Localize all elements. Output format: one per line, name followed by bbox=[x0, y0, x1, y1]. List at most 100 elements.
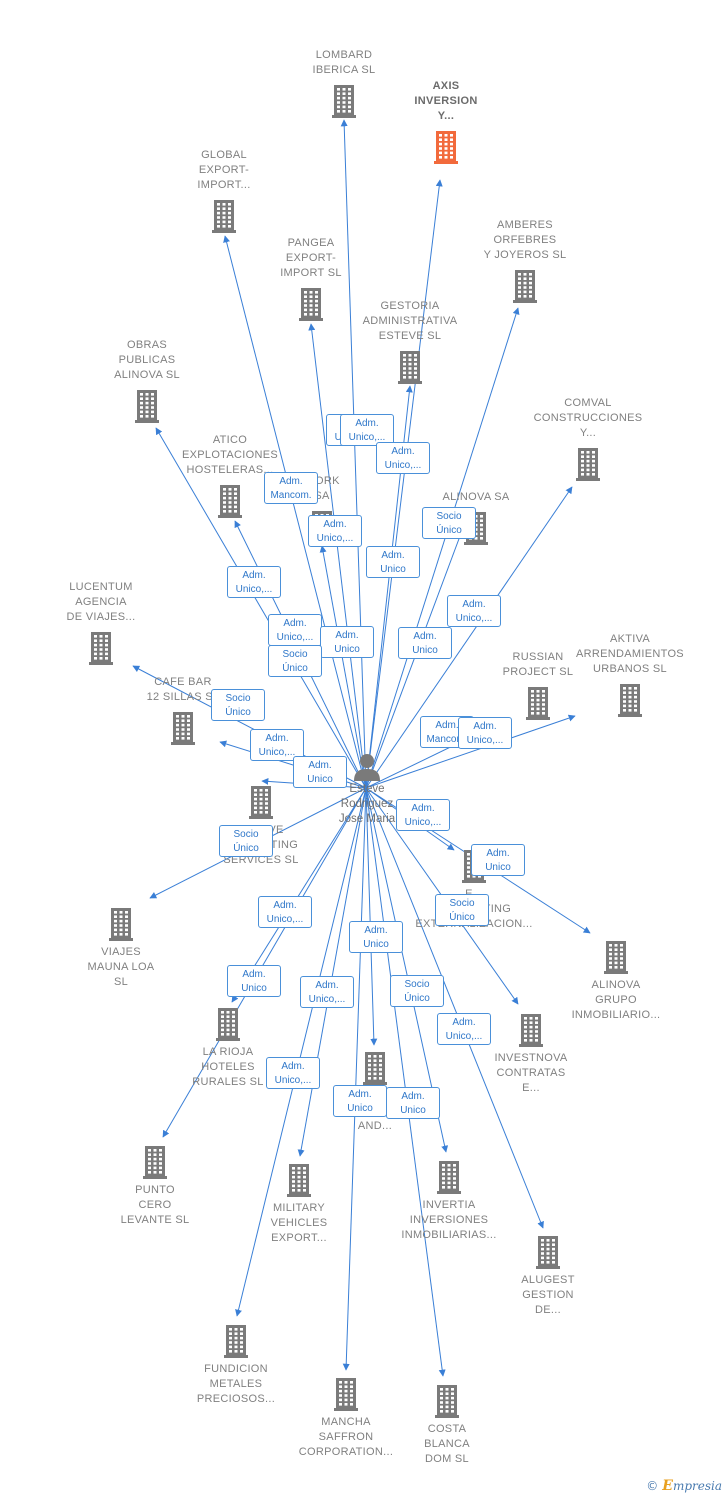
relation-badge[interactable]: Adm. Unico,... bbox=[396, 799, 450, 831]
relation-badge[interactable]: Socio Único bbox=[219, 825, 273, 857]
building-icon bbox=[224, 1325, 248, 1358]
edge-punto bbox=[162, 787, 367, 1138]
company-node-costa[interactable]: COSTA BLANCA DOM SL bbox=[382, 1384, 512, 1467]
building-icon bbox=[513, 270, 537, 303]
edge-fundicion bbox=[235, 787, 367, 1317]
relation-badge[interactable]: Adm. Unico bbox=[293, 756, 347, 788]
company-name: GLOBAL EXPORT- IMPORT... bbox=[197, 149, 251, 191]
building-icon bbox=[434, 131, 458, 164]
edge-mancha bbox=[342, 787, 367, 1371]
company-name: ALINOVA GRUPO INMOBILIARIO... bbox=[571, 979, 661, 1021]
relation-badge[interactable]: Adm. Unico,... bbox=[258, 896, 312, 928]
brand-logo-initial: E bbox=[662, 1478, 673, 1494]
relation-badge[interactable]: Adm. Unico bbox=[386, 1087, 440, 1119]
company-node-gestoria[interactable]: GESTORIA ADMINISTRATIVA ESTEVE SL bbox=[345, 299, 475, 384]
company-name: MANCHA SAFFRON CORPORATION... bbox=[298, 1416, 394, 1458]
building-icon bbox=[299, 288, 323, 321]
edge-amberes bbox=[365, 307, 520, 789]
building-icon bbox=[604, 941, 628, 974]
company-node-russian[interactable]: RUSSIAN PROJECT SL bbox=[473, 650, 603, 720]
relation-badge[interactable]: Adm. Unico bbox=[398, 627, 452, 659]
company-name: VIAJES MAUNA LOA SL bbox=[87, 946, 155, 988]
relation-badge[interactable]: Adm. Unico,... bbox=[308, 515, 362, 547]
relation-badge[interactable]: Adm. Unico,... bbox=[227, 566, 281, 598]
building-icon bbox=[363, 1052, 387, 1085]
relation-badge[interactable]: Adm. Mancom. bbox=[264, 472, 318, 504]
brand-logo-text: mpresia bbox=[672, 1479, 722, 1493]
company-name: MILITARY VEHICLES EXPORT... bbox=[270, 1202, 328, 1244]
edge-military bbox=[297, 787, 367, 1157]
building-icon bbox=[519, 1014, 543, 1047]
relation-badge[interactable]: Adm. Unico bbox=[471, 844, 525, 876]
company-node-military[interactable]: MILITARY VEHICLES EXPORT... bbox=[234, 1163, 364, 1246]
company-node-amberes[interactable]: AMBERES ORFEBRES Y JOYEROS SL bbox=[460, 218, 590, 303]
center-person-name: Esteve Rodriguez Jose Maria bbox=[338, 783, 396, 825]
company-node-alinova_grupo[interactable]: ALINOVA GRUPO INMOBILIARIO... bbox=[551, 940, 681, 1023]
edge-lombard bbox=[340, 119, 367, 789]
relation-badge[interactable]: Socio Único bbox=[268, 645, 322, 677]
building-icon bbox=[398, 351, 422, 384]
company-node-fundicion[interactable]: FUNDICION METALES PRECIOSOS... bbox=[171, 1324, 301, 1407]
building-icon bbox=[109, 908, 133, 941]
relation-badge[interactable]: Adm. Unico,... bbox=[376, 442, 430, 474]
relation-badge[interactable]: Adm. Unico bbox=[349, 921, 403, 953]
company-node-pangea[interactable]: PANGEA EXPORT- IMPORT SL bbox=[246, 236, 376, 321]
company-name: INVERTIA INVERSIONES INMOBILIARIAS... bbox=[401, 1199, 497, 1241]
edge-pangea bbox=[308, 323, 367, 789]
company-name: ATICO EXPLOTACIONES HOSTELERAS... bbox=[182, 434, 278, 476]
relation-badge[interactable]: Socio Único bbox=[211, 689, 265, 721]
person-icon bbox=[354, 754, 380, 781]
company-node-lucentum[interactable]: LUCENTUM AGENCIA DE VIAJES... bbox=[36, 580, 166, 665]
relation-badge[interactable]: Adm. Unico,... bbox=[340, 414, 394, 446]
company-node-axis[interactable]: AXIS INVERSION Y... bbox=[381, 79, 511, 164]
company-node-alugest[interactable]: ALUGEST GESTION DE... bbox=[483, 1235, 613, 1318]
relation-badge[interactable]: Adm. Unico,... bbox=[447, 595, 501, 627]
company-node-atico[interactable]: ATICO EXPLOTACIONES HOSTELERAS... bbox=[165, 433, 295, 518]
company-node-global[interactable]: GLOBAL EXPORT- IMPORT... bbox=[159, 148, 289, 233]
relation-badge[interactable]: Adm. Unico,... bbox=[458, 717, 512, 749]
company-name: GESTORIA ADMINISTRATIVA ESTEVE SL bbox=[362, 300, 458, 342]
building-icon bbox=[89, 632, 113, 665]
relation-badge[interactable]: Adm. Unico bbox=[366, 546, 420, 578]
relation-badge[interactable]: Adm. Unico,... bbox=[268, 614, 322, 646]
company-node-rioja[interactable]: LA RIOJA HOTELES RURALES SL bbox=[163, 1007, 293, 1090]
company-node-comval[interactable]: COMVAL CONSTRUCCIONES Y... bbox=[523, 396, 653, 481]
company-name: INVESTNOVA CONTRATAS E... bbox=[494, 1052, 568, 1094]
relation-badge[interactable]: Socio Único bbox=[422, 507, 476, 539]
building-icon bbox=[216, 1008, 240, 1041]
company-name: AKTIVA ARRENDAMIENTOS URBANOS SL bbox=[576, 633, 684, 675]
company-name: FUNDICION METALES PRECIOSOS... bbox=[196, 1363, 276, 1405]
company-node-viajes[interactable]: VIAJES MAUNA LOA SL bbox=[56, 907, 186, 990]
company-name: RUSSIAN PROJECT SL bbox=[502, 651, 574, 678]
building-icon bbox=[218, 485, 242, 518]
edge-int_and bbox=[365, 787, 378, 1046]
building-icon bbox=[618, 684, 642, 717]
relation-badge[interactable]: Socio Único bbox=[435, 894, 489, 926]
relation-badge[interactable]: Adm. Unico bbox=[333, 1085, 387, 1117]
company-name: COMVAL CONSTRUCCIONES Y... bbox=[533, 397, 643, 439]
center-person-node[interactable]: Esteve Rodriguez Jose Maria bbox=[312, 752, 422, 827]
company-node-lombard[interactable]: LOMBARD IBERICA SL bbox=[279, 48, 409, 118]
edge-alugest bbox=[365, 787, 544, 1229]
company-node-obras[interactable]: OBRAS PUBLICAS ALINOVA SL bbox=[82, 338, 212, 423]
company-name: AMBERES ORFEBRES Y JOYEROS SL bbox=[483, 219, 567, 261]
relation-badge[interactable]: Adm. Unico,... bbox=[250, 729, 304, 761]
brand-footer: ©Empresia bbox=[646, 1478, 722, 1494]
company-node-investnova[interactable]: INVESTNOVA CONTRATAS E... bbox=[466, 1013, 596, 1096]
building-icon bbox=[135, 390, 159, 423]
relation-badge[interactable]: Adm. Unico,... bbox=[300, 976, 354, 1008]
relation-badge[interactable]: Socio Único bbox=[390, 975, 444, 1007]
building-icon bbox=[435, 1385, 459, 1418]
relation-badge[interactable]: Adm. Unico,... bbox=[266, 1057, 320, 1089]
relation-badge[interactable]: Adm. Unico bbox=[320, 626, 374, 658]
relation-badge[interactable]: Adm. Unico,... bbox=[437, 1013, 491, 1045]
relation-badge[interactable]: Adm. Unico bbox=[227, 965, 281, 997]
company-name: ALUGEST GESTION DE... bbox=[521, 1274, 575, 1316]
building-icon bbox=[437, 1161, 461, 1194]
company-name: ALINOVA SA bbox=[442, 491, 510, 503]
company-node-aktiva[interactable]: AKTIVA ARRENDAMIENTOS URBANOS SL bbox=[565, 632, 695, 717]
company-name: LOMBARD IBERICA SL bbox=[312, 49, 376, 76]
company-node-invertia[interactable]: INVERTIA INVERSIONES INMOBILIARIAS... bbox=[384, 1160, 514, 1243]
company-node-mancha[interactable]: MANCHA SAFFRON CORPORATION... bbox=[281, 1377, 411, 1460]
company-node-punto[interactable]: PUNTO CERO LEVANTE SL bbox=[90, 1145, 220, 1228]
